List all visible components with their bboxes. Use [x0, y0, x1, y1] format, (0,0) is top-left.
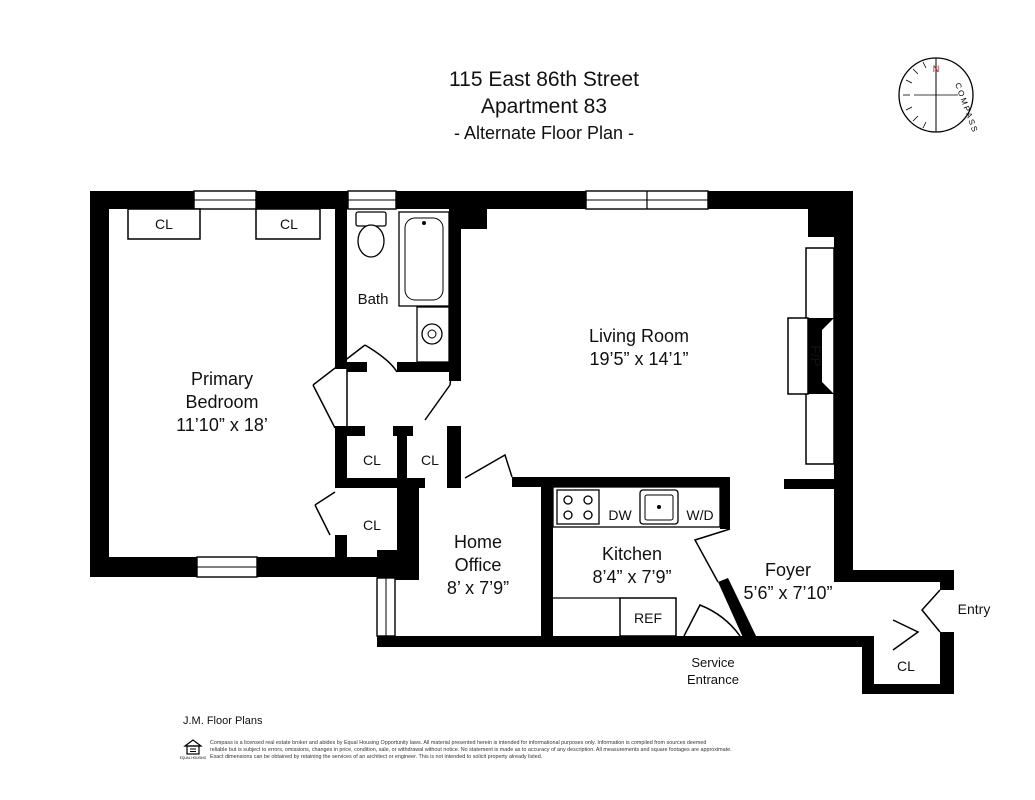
service-entrance-label: Entrance [687, 672, 739, 687]
kitchen-fixtures [552, 486, 721, 637]
closet-label: CL [363, 517, 381, 533]
equal-housing-icon: EQUAL HOUSING [180, 739, 207, 760]
primary-bedroom-label: Bedroom [185, 392, 258, 412]
disclaimer-text: Compass is a licensed real estate broker… [210, 740, 706, 746]
closet-label: CL [363, 452, 381, 468]
address-title: 115 East 86th Street [449, 68, 639, 91]
bath-label: Bath [358, 291, 389, 308]
living-room-dims: 19’5” x 14’1” [589, 349, 688, 369]
home-office-label: Home [454, 532, 502, 552]
compass-north-label: N [933, 64, 940, 74]
compass-rose-icon: N COMPASS [898, 57, 980, 135]
foyer-label: Foyer [765, 560, 811, 580]
kitchen-label: Kitchen [602, 544, 662, 564]
toilet-icon [357, 224, 385, 258]
entry-label: Entry [958, 601, 991, 617]
closet-label: CL [155, 216, 173, 232]
washer-dryer-label: W/D [686, 507, 713, 523]
living-room-label: Living Room [589, 326, 689, 346]
kitchen-dims: 8’4” x 7’9” [592, 567, 671, 587]
floor-plan-credit: J.M. Floor Plans [183, 715, 263, 727]
refrigerator-label: REF [634, 610, 662, 626]
closet-label: CL [897, 658, 915, 674]
home-office-label: Office [455, 555, 502, 575]
dishwasher-label: DW [608, 507, 632, 523]
windows [193, 190, 709, 637]
disclaimer-text: reliable but is subject to errors, omiss… [210, 747, 732, 753]
plan-subtitle: - Alternate Floor Plan - [454, 123, 634, 143]
apartment-title: Apartment 83 [481, 95, 607, 118]
primary-bedroom-label: Primary [191, 369, 253, 389]
disclaimer-text: Exact dimensions can be obtained by reta… [210, 754, 542, 760]
service-entrance-label: Service [691, 655, 734, 670]
refrigerator-icon [619, 597, 677, 637]
closet-label: CL [421, 452, 439, 468]
doors [312, 344, 941, 651]
closet-label: CL [280, 216, 298, 232]
fireplace-icon [787, 247, 835, 465]
fireplace-label: F/P [808, 345, 824, 367]
home-office-dims: 8’ x 7’9” [447, 578, 509, 598]
bath-fixtures [355, 211, 450, 363]
stove-icon [556, 489, 600, 525]
closets [127, 208, 321, 240]
foyer-dims: 5’6” x 7’10” [743, 583, 832, 603]
svg-text:EQUAL HOUSING: EQUAL HOUSING [180, 756, 207, 760]
primary-bedroom-dims: 11’10” x 18’ [176, 415, 268, 435]
